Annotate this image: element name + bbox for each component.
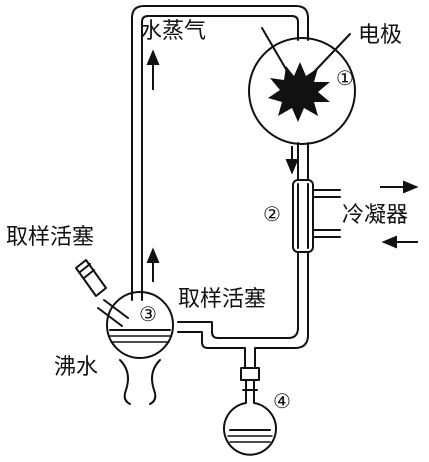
marker-3: ③ <box>139 302 157 326</box>
electrode-label: 电极 <box>358 22 403 47</box>
sampling-plug-left <box>75 259 107 297</box>
electrode-left <box>261 27 291 77</box>
flow-arrow-up-bottom-head <box>146 247 160 263</box>
marker-2: ② <box>263 202 281 226</box>
flow-arrow-down-head <box>285 159 299 175</box>
sampling-plug-bottom-label: 取样活塞 <box>178 286 267 311</box>
bottom-trap-tube <box>177 331 246 369</box>
flow-arrow-up-top-head <box>146 49 160 65</box>
condenser-jacket <box>292 179 314 253</box>
coolant-in-arrow-head <box>381 235 397 249</box>
plug-left-band-1 <box>79 263 91 273</box>
condenser-label: 冷凝器 <box>342 202 409 227</box>
sampling-plug-bottom <box>240 367 260 381</box>
marker-1: ① <box>336 66 354 90</box>
coolant-out-arrow-head <box>403 180 419 194</box>
side-arm-lower <box>97 307 123 327</box>
return-tube-inner <box>177 251 299 339</box>
collection-flask <box>223 389 277 456</box>
spark-icon <box>268 62 330 122</box>
loop-tube-inner <box>141 15 299 301</box>
plug-left-band-2 <box>83 269 95 279</box>
return-tube-outer <box>254 251 309 369</box>
boiling-flask <box>106 291 174 359</box>
boiling-water-label: 沸水 <box>54 354 99 379</box>
water-vapor-label: 水蒸气 <box>140 18 207 43</box>
marker-4: ④ <box>273 389 291 413</box>
spark-flask <box>248 37 356 145</box>
burner-stand <box>119 359 161 405</box>
electrode-right <box>313 33 351 73</box>
sampling-plug-left-label: 取样活塞 <box>6 224 95 249</box>
loop-tube-outer <box>131 5 309 301</box>
side-arm-upper <box>103 299 129 319</box>
